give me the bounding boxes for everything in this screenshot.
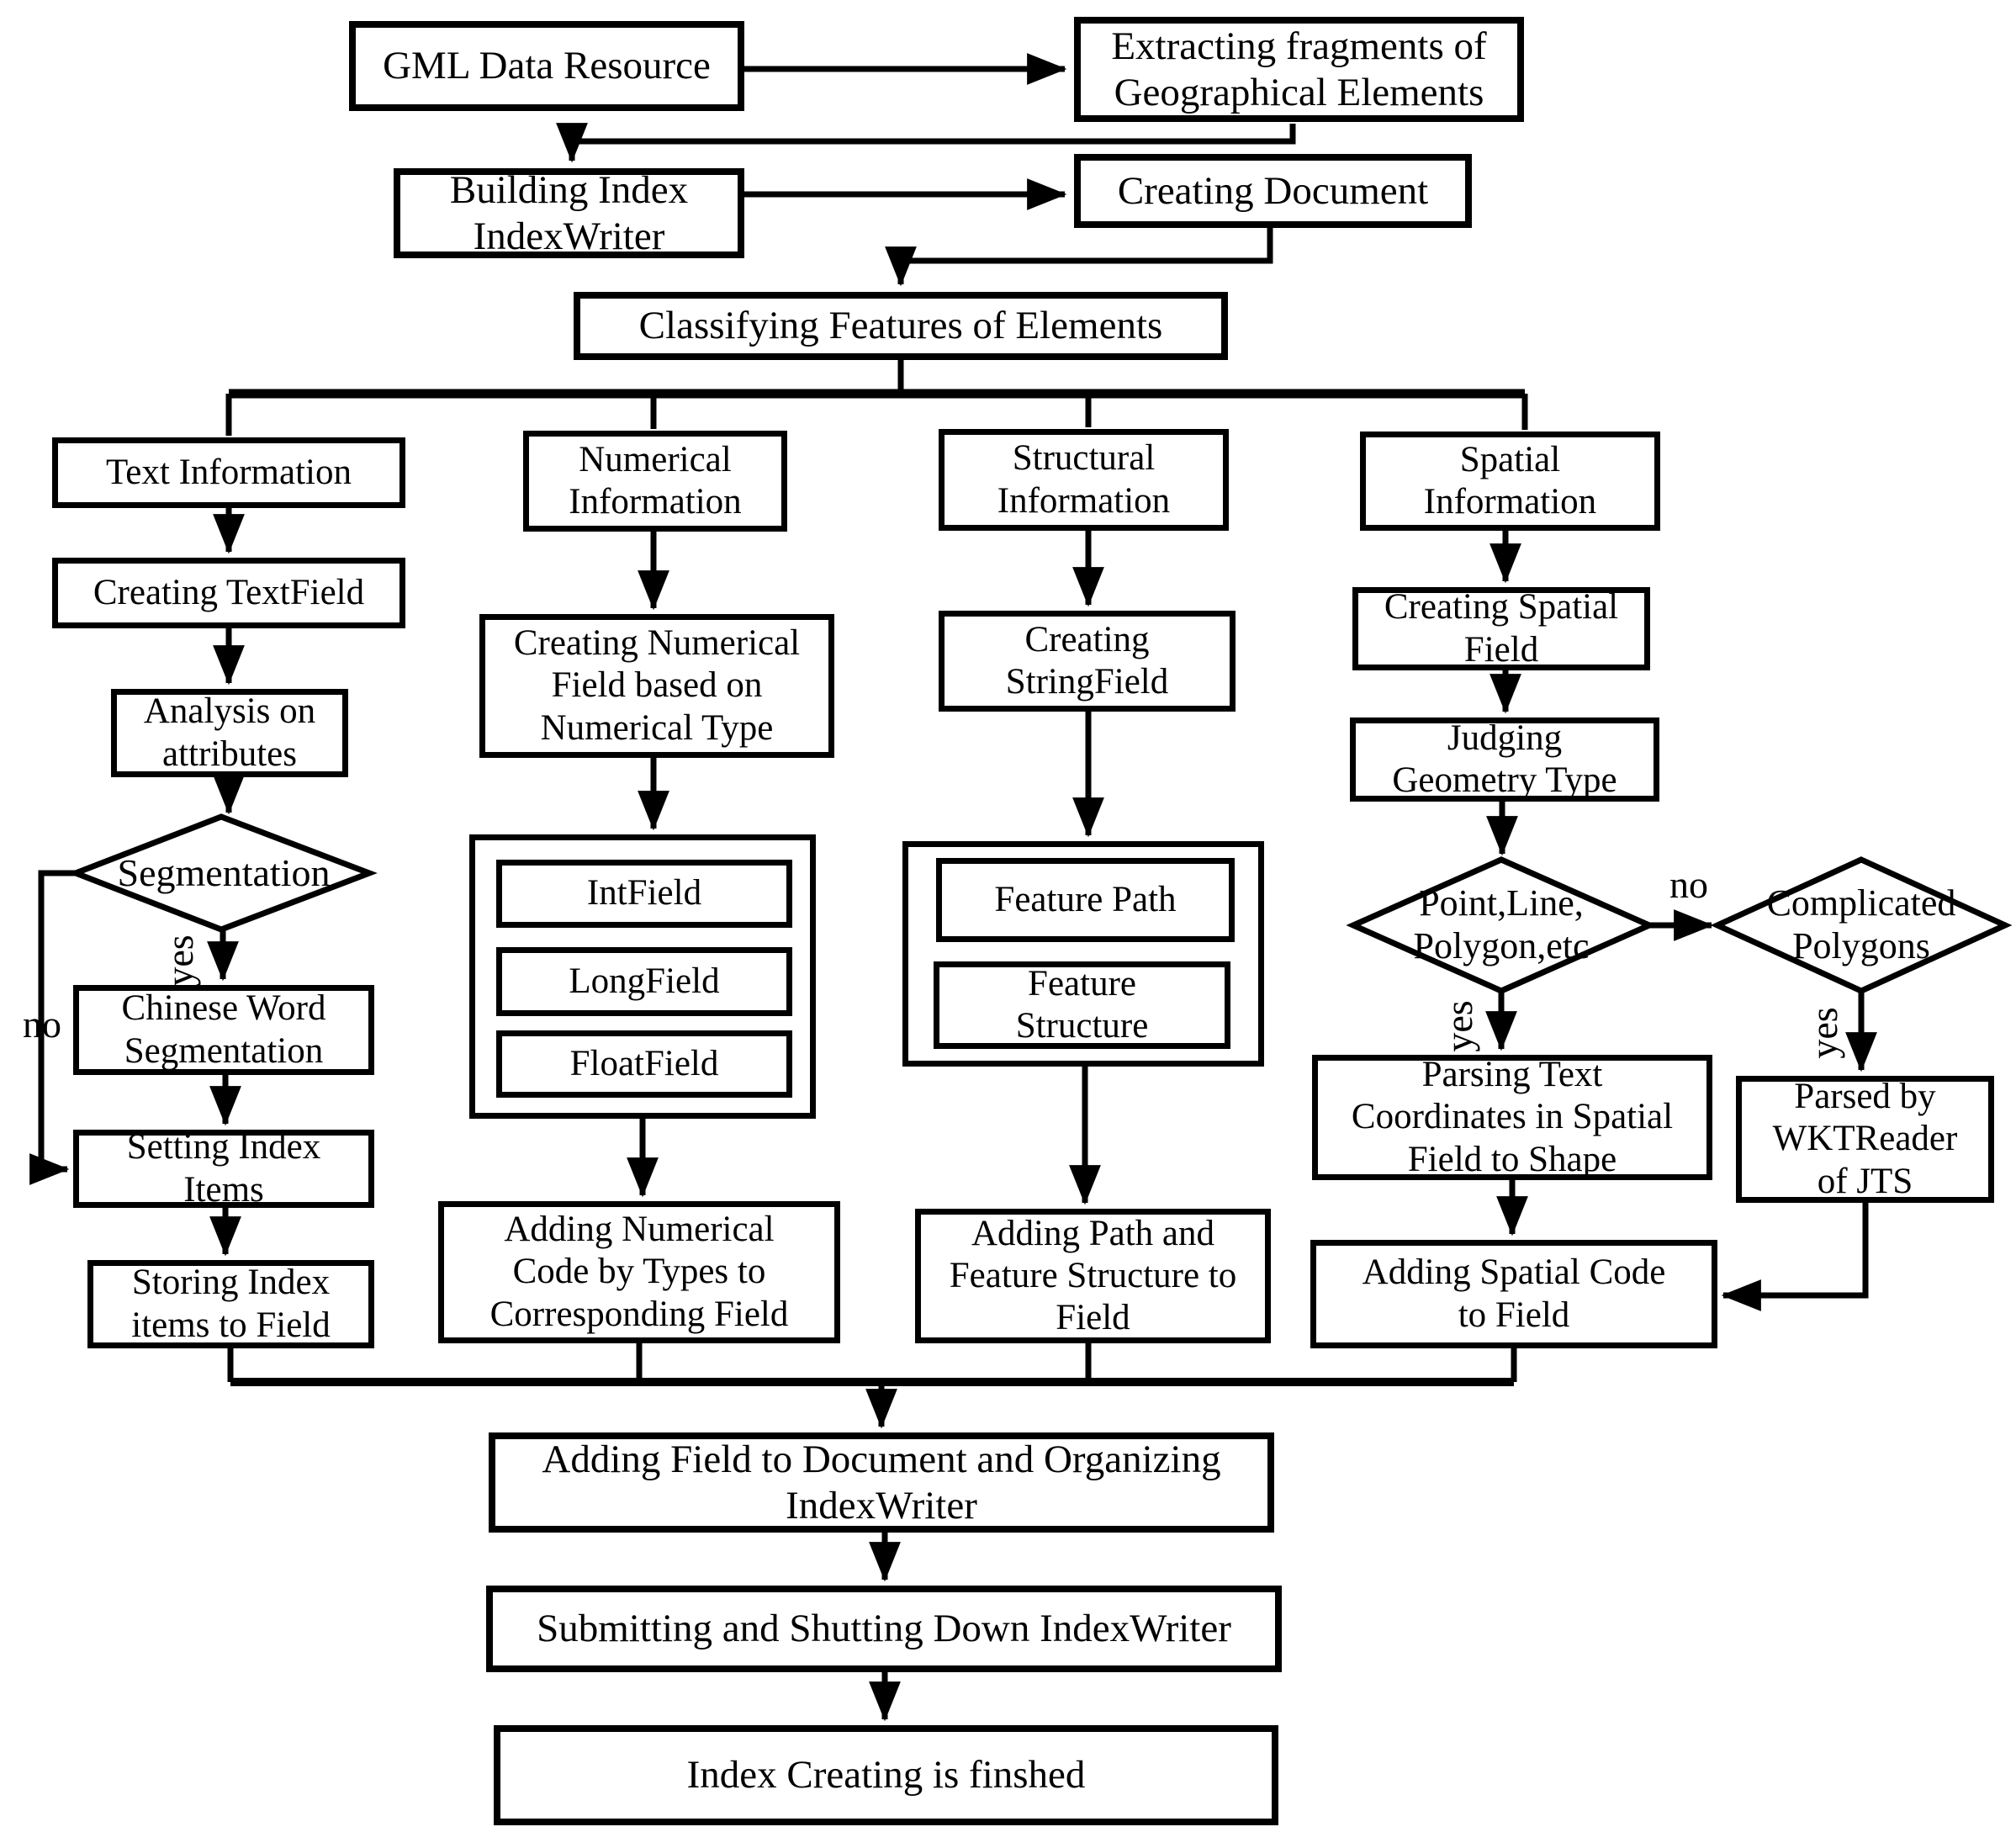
edge-label-pointline-no: no [1669, 862, 1708, 906]
decision-complicated-shape [1710, 856, 2013, 994]
node-judging-geometry-type: Judging Geometry Type [1350, 717, 1659, 802]
decision-pointline-shape [1346, 856, 1657, 994]
node-adding-path-structure: Adding Path and Feature Structure to Fie… [915, 1209, 1271, 1343]
edge-label-segmentation-yes: yes [157, 935, 201, 987]
node-numerical-information: Numerical Information [523, 431, 787, 532]
decision-complicated-label: Complicated Polygons [1766, 882, 1956, 966]
node-feature-structure: Feature Structure [934, 961, 1230, 1049]
node-parsed-by-wktreader: Parsed by WKTReader of JTS [1736, 1076, 1994, 1203]
node-index-creating-finished: Index Creating is finshed [494, 1725, 1278, 1825]
node-building-index: Building Index IndexWriter [394, 168, 744, 258]
node-creating-textfield: Creating TextField [52, 558, 405, 628]
node-creating-stringfield: Creating StringField [939, 611, 1236, 712]
node-text-information: Text Information [52, 437, 405, 508]
node-gml-data-resource: GML Data Resource [349, 21, 744, 111]
decision-segmentation-label: Segmentation [117, 850, 331, 894]
node-classifying-features: Classifying Features of Elements [574, 292, 1228, 360]
node-parsing-text-coordinates: Parsing Text Coordinates in Spatial Fiel… [1312, 1055, 1712, 1180]
node-spatial-information: Spatial Information [1360, 432, 1660, 531]
node-adding-spatial-code: Adding Spatial Code to Field [1310, 1240, 1717, 1348]
node-creating-document: Creating Document [1074, 154, 1472, 228]
node-creating-numerical-field: Creating Numerical Field based on Numeri… [479, 614, 834, 758]
node-extracting-fragments: Extracting fragments of Geographical Ele… [1074, 17, 1524, 122]
node-feature-path: Feature Path [936, 858, 1235, 942]
edge-creatingdoc-to-classifying [885, 228, 1273, 287]
node-intfield: IntField [496, 860, 792, 928]
edge-segmentation-no-loop [29, 870, 76, 1185]
edge-label-segmentation-no: no [23, 1002, 61, 1046]
node-analysis-attributes: Analysis on attributes [111, 689, 348, 777]
edge-label-pointline-yes: yes [1437, 1000, 1480, 1052]
edge-parsedby-to-addingspatial [1721, 1203, 1869, 1311]
node-submitting-shutting-down: Submitting and Shutting Down IndexWriter [486, 1586, 1282, 1672]
node-adding-numerical-code: Adding Numerical Code by Types to Corres… [438, 1201, 840, 1343]
node-creating-spatial-field: Creating Spatial Field [1352, 587, 1650, 670]
decision-segmentation-shape [67, 813, 378, 933]
node-floatfield: FloatField [496, 1030, 792, 1098]
decision-pointline-label: Point,Line, Polygon,etc [1413, 882, 1590, 966]
node-storing-index-items: Storing Index items to Field [87, 1260, 374, 1348]
edge-extracting-to-building [556, 123, 1296, 163]
node-chinese-word-segmentation: Chinese Word Segmentation [73, 985, 374, 1075]
node-longfield: LongField [496, 947, 792, 1016]
node-adding-field-to-document: Adding Field to Document and Organizing … [489, 1432, 1274, 1533]
node-setting-index-items: Setting Index Items [73, 1127, 374, 1210]
node-structural-information: Structural Information [939, 429, 1229, 531]
edge-label-complicated-yes: yes [1802, 1007, 1845, 1059]
